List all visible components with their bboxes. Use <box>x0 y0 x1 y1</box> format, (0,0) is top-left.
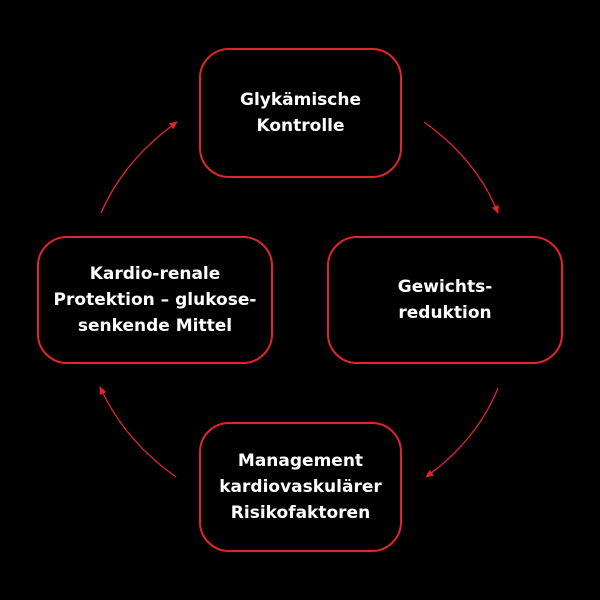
arrow-top-to-right <box>423 121 499 214</box>
node-label: Kardio-renale Protektion – glukose- senk… <box>53 264 257 336</box>
arrow-left-to-top <box>100 121 178 214</box>
node-label: Management kardiovaskulärer Risikofaktor… <box>219 451 382 523</box>
node-kardiovaskulaere-risikofaktoren: Management kardiovaskulärer Risikofaktor… <box>199 422 402 552</box>
arrow-right-to-bottom <box>425 387 499 478</box>
node-label: Gewichts- reduktion <box>397 277 493 323</box>
node-label: Glykämische Kontrolle <box>239 90 361 136</box>
arrow-bottom-to-left <box>99 386 177 478</box>
node-gewichtsreduktion: Gewichts- reduktion <box>327 236 563 364</box>
node-glykaemische-kontrolle: Glykämische Kontrolle <box>199 48 402 178</box>
node-kardio-renale-protektion: Kardio-renale Protektion – glukose- senk… <box>37 236 273 364</box>
